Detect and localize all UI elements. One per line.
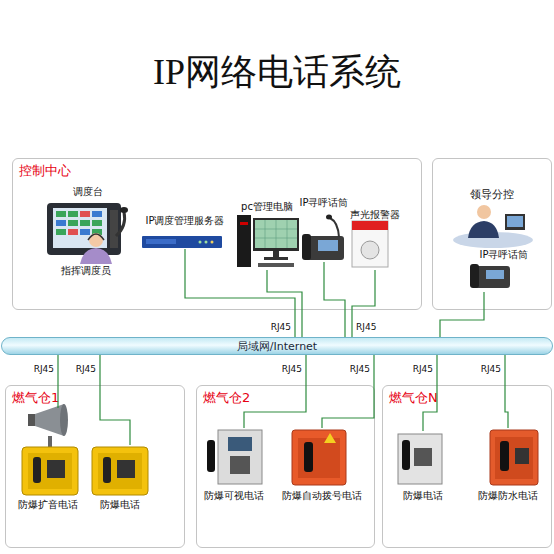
area-heading: 燃气仓1 (12, 389, 59, 407)
area-box: 燃气仓1 防爆扩音电话 防爆电话 (5, 385, 185, 548)
device-node: 调度台 (45, 185, 130, 258)
area-heading: 控制中心 (19, 162, 71, 180)
network-cable (185, 249, 295, 337)
port-label: RJ45 (356, 322, 376, 332)
network-cable (322, 355, 374, 428)
port-label: RJ45 (413, 364, 433, 374)
device-label: 防爆自动拨号电话 (282, 489, 362, 503)
area-box: 控制中心调度台指挥调度员 IP调度管理服务器 pc管理电脑 IP寻呼话筒声光报警器 (12, 158, 422, 310)
device-label: IP调度管理服务器 (146, 214, 225, 228)
port-label: RJ45 (34, 364, 54, 374)
network-cable (57, 355, 58, 408)
device-label: 领导分控 (470, 187, 514, 202)
diagram-title: IP网络电话系统 (0, 48, 554, 97)
network-cable (440, 292, 484, 337)
device-node: IP寻呼话筒 (299, 196, 349, 262)
device-label: 调度台 (73, 185, 103, 199)
port-label: RJ45 (282, 364, 302, 374)
device-label: IP寻呼话筒 (480, 248, 529, 262)
device-label: pc管理电脑 (241, 200, 293, 214)
network-cable (100, 355, 130, 445)
device-label: IP寻呼话筒 (300, 196, 349, 210)
device-label: 防爆防水电话 (478, 489, 538, 503)
device-node: 指挥调度员 (50, 264, 122, 282)
device-label: 防爆电话 (100, 498, 140, 512)
network-cable (267, 270, 302, 337)
port-label: RJ45 (481, 364, 501, 374)
network-band: 局域网/Internet (1, 337, 553, 355)
device-label: 声光报警器 (350, 208, 400, 222)
device-label: 防爆可视电话 (204, 489, 264, 503)
device-node: 防爆防水电话 (468, 428, 548, 503)
device-node: 声光报警器 (349, 208, 401, 270)
device-node: pc管理电脑 (234, 200, 300, 270)
device-label: 防爆扩音电话 (18, 498, 78, 512)
network-label: 局域网/Internet (237, 339, 317, 354)
device-node: IP寻呼话筒 (466, 248, 542, 292)
area-heading: 燃气仓N (389, 389, 438, 407)
device-node: 防爆可视电话 (200, 428, 268, 503)
device-node: 防爆自动拨号电话 (272, 428, 372, 503)
network-cable (244, 355, 306, 428)
area-box: 燃气仓N 防爆电话 防爆防水电话 (382, 385, 552, 548)
network-cable (505, 355, 508, 428)
device-label: 指挥调度员 (61, 264, 111, 278)
device-label: 防爆电话 (403, 489, 443, 503)
device-node: 防爆电话 (88, 445, 152, 512)
network-cable (324, 262, 345, 337)
port-label: RJ45 (76, 364, 96, 374)
device-node: 防爆电话 (388, 431, 458, 503)
device-node: IP调度管理服务器 (136, 214, 234, 249)
port-label: RJ45 (271, 322, 291, 332)
area-box: 领导分控 IP寻呼话筒 (432, 158, 552, 310)
port-label: RJ45 (350, 364, 370, 374)
area-heading: 燃气仓2 (203, 389, 250, 407)
device-node: 防爆扩音电话 (10, 408, 86, 512)
area-box: 燃气仓2 防爆可视电话 防爆自动拨号电话 (196, 385, 375, 548)
